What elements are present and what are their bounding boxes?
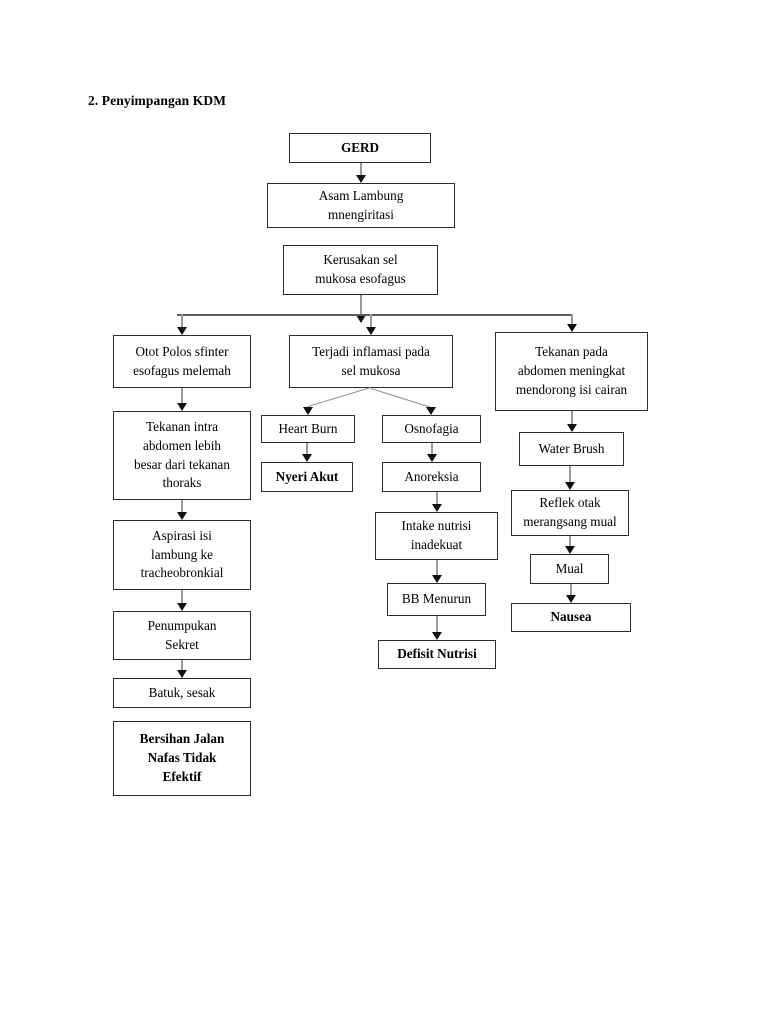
- branch-bar: [177, 314, 571, 317]
- node-nausea: Nausea: [511, 603, 631, 632]
- connector-tekanan_intra-to-aspirasi: [181, 500, 183, 513]
- connector-waterbrush-to-reflek: [569, 466, 571, 483]
- arrow-bb-to-defisit: [431, 631, 442, 640]
- arrow-gerd-to-asam: [355, 174, 366, 183]
- arrow-aspirasi-to-penumpukan: [176, 602, 187, 611]
- node-nyeri: Nyeri Akut: [261, 462, 353, 492]
- connector-branch-to-inflamasi: [370, 314, 372, 328]
- arrow-heartburn-to-nyeri: [301, 453, 312, 462]
- arrow-tekanan_intra-to-aspirasi: [176, 511, 187, 520]
- arrow-penumpukan-to-batuk: [176, 669, 187, 678]
- node-bb: BB Menurun: [387, 583, 486, 616]
- connector-inflamasi-to-heart-burn: [307, 386, 371, 407]
- connector-inflamasi-to-osnofagia: [370, 388, 432, 409]
- connector-branch-to-otot: [181, 314, 183, 328]
- node-mual: Mual: [530, 554, 609, 584]
- connector-mual-to-nausea: [570, 584, 572, 596]
- node-defisit: Defisit Nutrisi: [378, 640, 496, 669]
- page-title: 2. Penyimpangan KDM: [88, 93, 227, 108]
- node-label: Osnofagia: [404, 420, 459, 436]
- arrow-inflamasi-to-osnofagia: [426, 407, 437, 415]
- node-label: Mual: [555, 560, 584, 576]
- node-label: Batuk, sesak: [148, 684, 216, 700]
- arrow-tekanan_abd-to-waterbrush: [566, 423, 577, 432]
- arrow-branch-to-otot: [176, 326, 187, 335]
- arrow-inflamasi-to-heart-burn: [302, 407, 313, 415]
- connector-bb-to-defisit: [436, 616, 438, 633]
- arrow-intake-to-bb: [431, 574, 442, 583]
- arrow-branch-to-tekanan_abd: [566, 323, 577, 332]
- node-label: Defisit Nutrisi: [397, 646, 477, 662]
- connector-penumpukan-to-batuk: [181, 660, 183, 671]
- arrow-reflek-to-mual: [564, 545, 575, 554]
- connector-tekanan_abd-to-waterbrush: [571, 411, 573, 425]
- node-waterbrush: Water Brush: [519, 432, 624, 466]
- arrow-mual-to-nausea: [565, 594, 576, 603]
- connector-branch-to-tekanan_abd: [571, 314, 573, 325]
- connector-kerusakan-to-branch: [360, 295, 362, 316]
- arrow-waterbrush-to-reflek: [564, 481, 575, 490]
- connector-aspirasi-to-penumpukan: [181, 590, 183, 604]
- node-label: GERD: [340, 139, 380, 155]
- node-label: Anoreksia: [404, 468, 459, 484]
- node-batuk: Batuk, sesak: [113, 678, 251, 708]
- connector-gerd-to-asam: [360, 163, 362, 176]
- node-label: Water Brush: [538, 440, 605, 456]
- node-label: BB Menurun: [401, 591, 472, 607]
- connector-heartburn-to-nyeri: [306, 443, 308, 455]
- node-anoreksia: Anoreksia: [382, 462, 481, 492]
- arrow-anoreksia-to-intake: [431, 503, 442, 512]
- connector-reflek-to-mual: [569, 536, 571, 547]
- node-heartburn: Heart Burn: [261, 415, 355, 443]
- connector-otot-to-tekanan_intra: [181, 388, 183, 404]
- node-label: Nyeri Akut: [275, 468, 339, 484]
- arrow-osnofagia-to-anoreksia: [426, 453, 437, 462]
- arrow-otot-to-tekanan_intra: [176, 402, 187, 411]
- node-gerd: GERD: [289, 133, 431, 163]
- connector-osnofagia-to-anoreksia: [431, 443, 433, 455]
- arrow-branch-to-inflamasi: [365, 326, 376, 335]
- arrow-kerusakan-to-branch: [355, 315, 366, 323]
- node-label: Heart Burn: [278, 420, 338, 436]
- node-label: Nausea: [550, 609, 592, 625]
- node-osnofagia: Osnofagia: [382, 415, 481, 443]
- connector-anoreksia-to-intake: [436, 492, 438, 505]
- connector-intake-to-bb: [436, 560, 438, 576]
